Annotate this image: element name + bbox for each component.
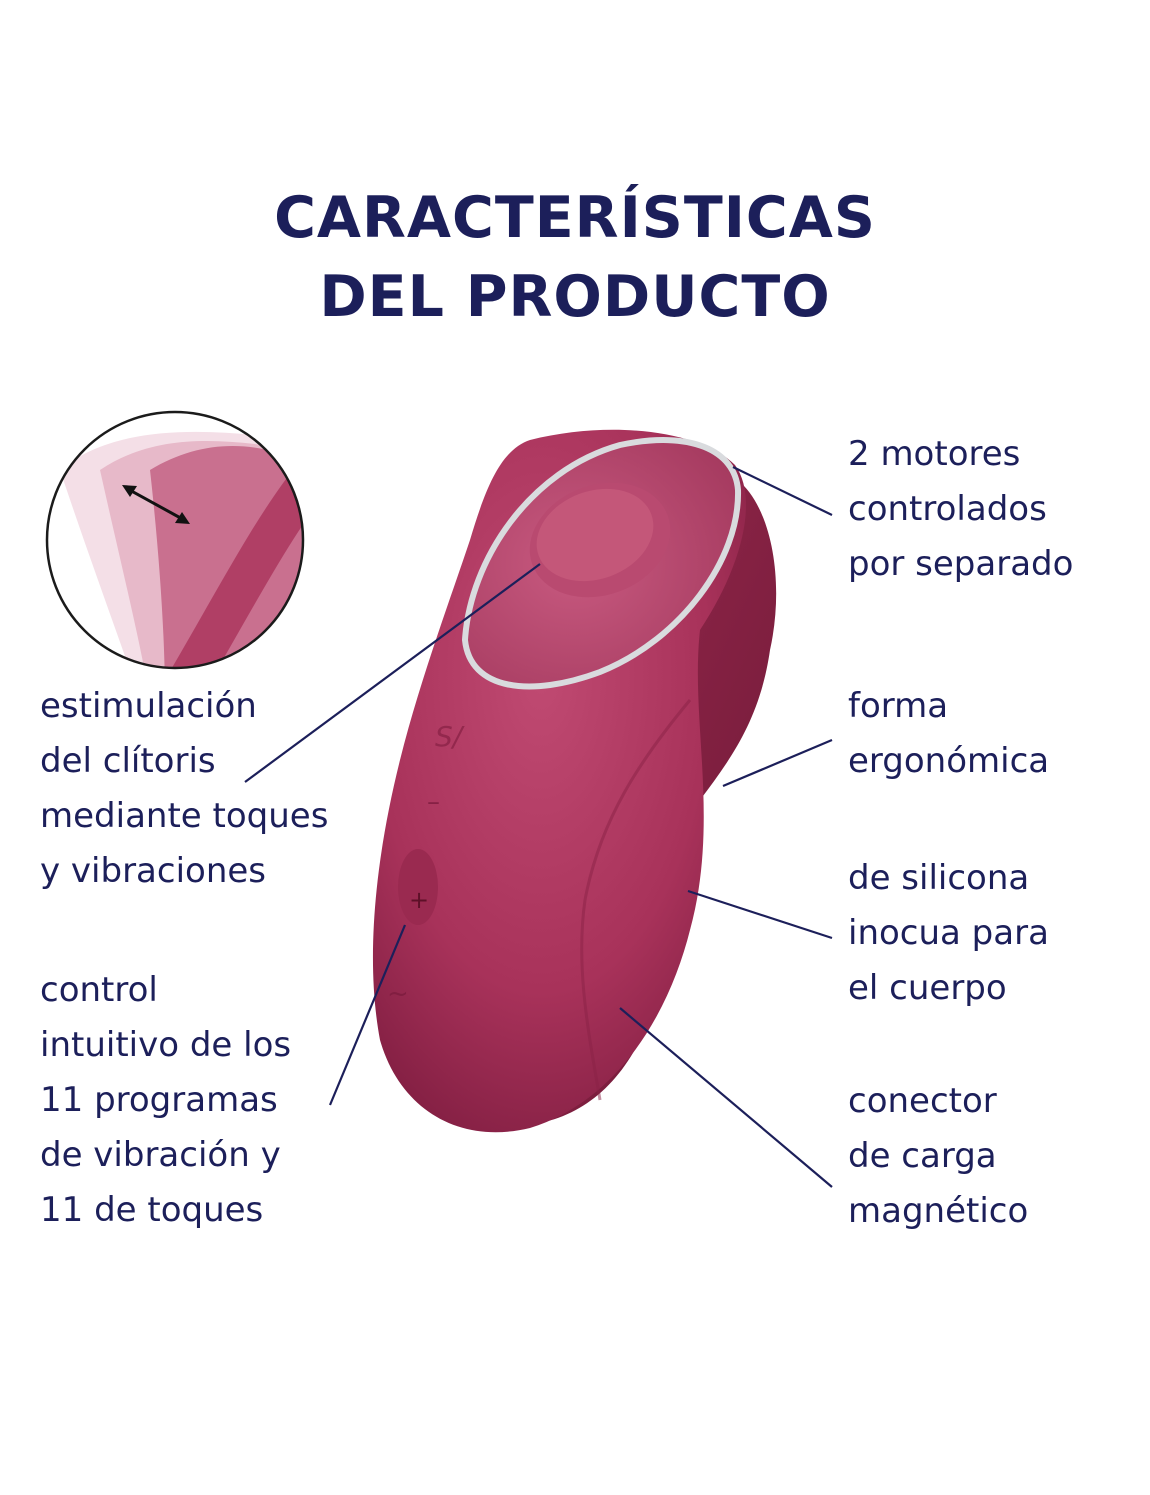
callout-line-shape xyxy=(722,738,833,788)
brand-logo: S/ xyxy=(435,720,465,753)
feature-silicone: de silicona inocua para el cuerpo xyxy=(848,851,1049,1016)
callout-lines xyxy=(244,466,833,1188)
feature-shape-line-2: ergonómica xyxy=(848,741,1050,781)
device-controls: S/ – + ~ xyxy=(387,720,465,1009)
feature-control: control intuitivo de los 11 programas de… xyxy=(40,963,291,1238)
minus-button-icon: – xyxy=(427,787,440,817)
plus-button-icon: + xyxy=(409,886,429,914)
feature-stimulation: estimulación del clítoris mediante toque… xyxy=(40,679,328,899)
feature-motors: 2 motores controlados por separado xyxy=(848,427,1073,592)
feature-charger: conector de carga magnético xyxy=(848,1074,1028,1239)
feature-control-line-2: intuitivo de los xyxy=(40,1025,292,1065)
feature-stimulation-line-1: estimulación xyxy=(40,686,257,726)
feature-stimulation-line-3: mediante toques xyxy=(40,796,329,836)
feature-silicone-line-3: el cuerpo xyxy=(848,968,1007,1008)
feature-shape-line-1: forma xyxy=(848,686,949,726)
feature-stimulation-line-2: del clítoris xyxy=(40,741,216,781)
callout-line-charger xyxy=(619,1007,833,1188)
feature-silicone-line-2: inocua para xyxy=(848,913,1049,953)
feature-silicone-line-1: de silicona xyxy=(848,858,1030,898)
callout-line-silicone xyxy=(687,889,833,940)
callout-line-control xyxy=(328,924,407,1106)
callout-line-motors xyxy=(732,466,833,516)
feature-control-line-5: 11 de toques xyxy=(40,1190,264,1230)
feature-control-line-1: control xyxy=(40,970,158,1010)
feature-charger-line-1: conector xyxy=(848,1081,997,1121)
feature-control-line-3: 11 programas xyxy=(40,1080,278,1120)
title-line-1: CARACTERÍSTICAS xyxy=(274,185,876,251)
device-head xyxy=(461,437,742,690)
wave-button-icon: ~ xyxy=(387,979,409,1009)
feature-charger-line-2: de carga xyxy=(848,1136,997,1176)
title-line-2: DEL PRODUCTO xyxy=(319,264,831,330)
feature-motors-line-2: controlados xyxy=(848,489,1047,529)
feature-charger-line-3: magnético xyxy=(848,1191,1029,1231)
feature-motors-line-3: por separado xyxy=(848,544,1074,584)
zoom-detail-circle xyxy=(45,410,305,670)
callout-line-stimulation xyxy=(244,563,541,783)
feature-stimulation-line-4: y vibraciones xyxy=(40,851,267,891)
plus-button xyxy=(398,849,438,925)
feature-shape: forma ergonómica xyxy=(848,679,1049,789)
feature-motors-line-1: 2 motores xyxy=(848,434,1021,474)
feature-control-line-4: de vibración y xyxy=(40,1135,281,1175)
double-arrow-icon xyxy=(122,485,190,524)
